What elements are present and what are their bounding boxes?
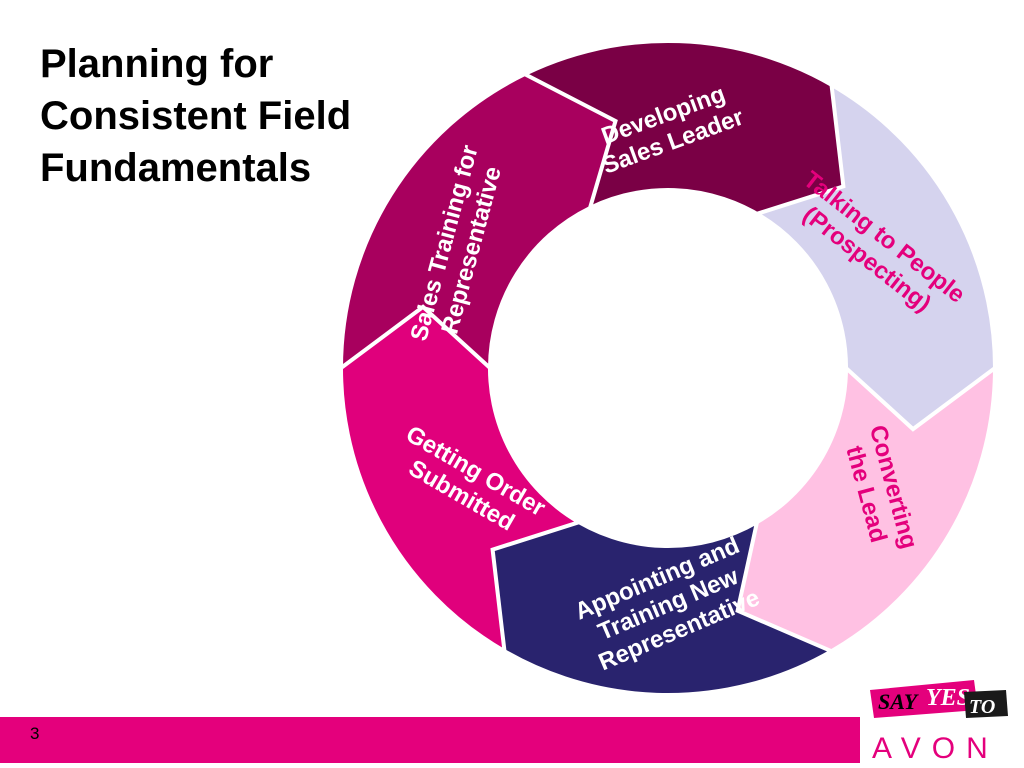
logo-brand: AVON (872, 732, 999, 765)
cycle-label-3: Convertingthe Lead (837, 422, 923, 559)
say-yes-to-avon-logo: SAY YES TO AVON (870, 680, 1008, 765)
title-line-3: Fundamentals (40, 146, 312, 190)
logo-to: TO (969, 696, 995, 718)
footer-bar (0, 717, 860, 763)
cycle-segment-6 (338, 71, 618, 373)
page-number: 3 (30, 724, 40, 743)
say-yes-badge: SAY YES TO (870, 680, 1008, 718)
title-line-2: Consistent Field (40, 94, 352, 138)
logo-say: SAY (878, 689, 920, 714)
logo-yes: YES (926, 685, 970, 711)
cycle-segment-3 (718, 363, 998, 665)
slide-title: Planning for Consistent Field Fundamenta… (40, 38, 351, 194)
title-line-1: Planning for (40, 42, 274, 86)
